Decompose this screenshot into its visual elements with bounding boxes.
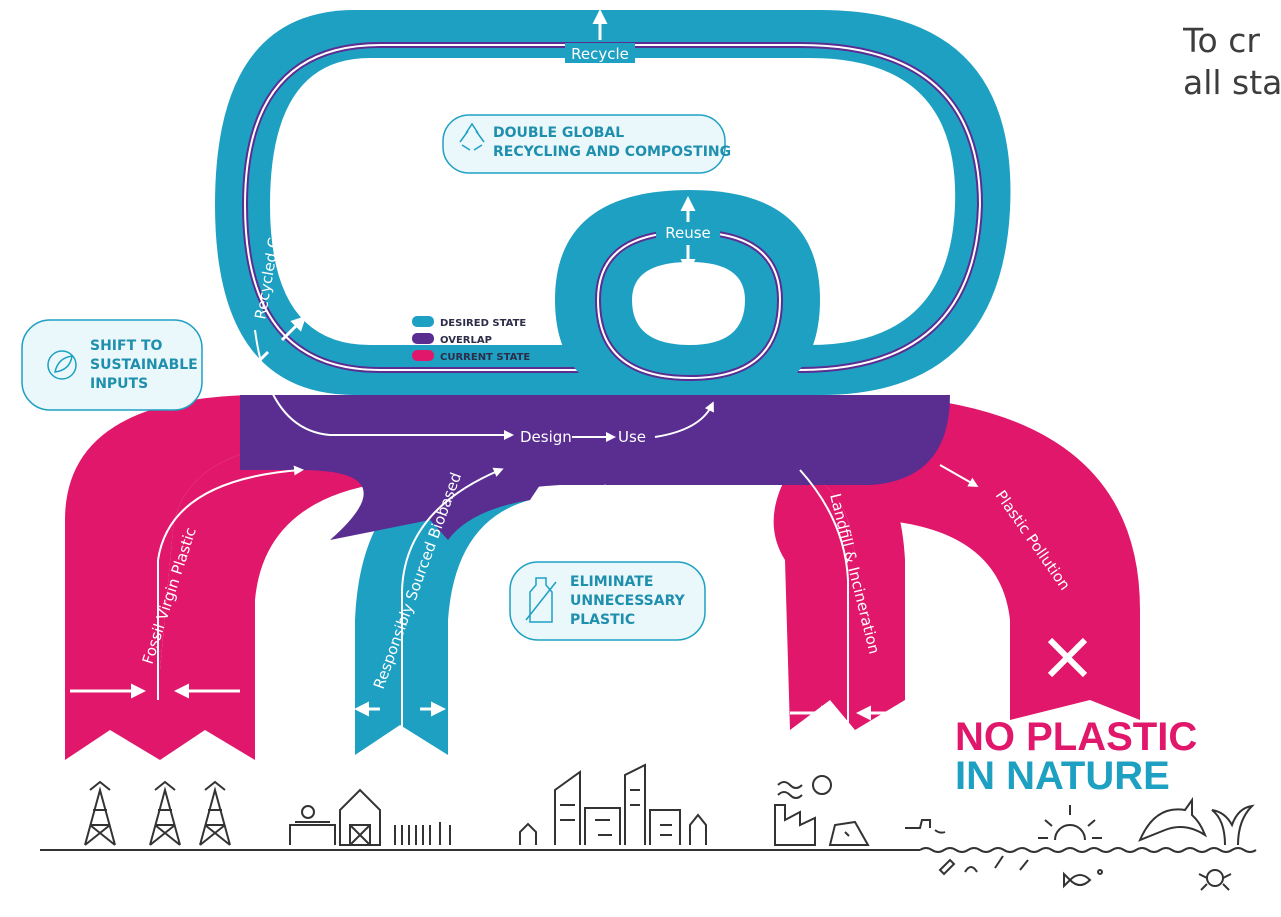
eliminate-line2: UNNECESSARY xyxy=(570,593,686,609)
overlap-band xyxy=(240,329,950,540)
legend-overlap: OVERLAP xyxy=(440,335,492,346)
side-text: To cr all sta xyxy=(1183,20,1281,104)
city-buildings-icon xyxy=(519,763,707,845)
legend-swatch-overlap xyxy=(412,333,434,344)
recycling-line2: RECYCLING AND COMPOSTING xyxy=(493,144,731,160)
flow-arrows xyxy=(70,9,1088,749)
legend-current: CURRENT STATE xyxy=(440,352,530,363)
pollution-stream xyxy=(880,395,1140,720)
recycling-line1: DOUBLE GLOBAL xyxy=(493,125,624,141)
legend-swatch-desired xyxy=(412,316,434,327)
eliminate-line1: ELIMINATE xyxy=(570,574,653,590)
fossil-stream xyxy=(65,395,410,760)
shift-line3: INPUTS xyxy=(90,376,148,392)
bottle-icon xyxy=(525,577,557,623)
design-label: Design xyxy=(520,428,572,446)
legend-swatch-current xyxy=(412,350,434,361)
whale-tail-icon xyxy=(1211,804,1255,846)
landfill-stream xyxy=(773,440,905,730)
dolphin-icon xyxy=(1138,796,1208,842)
recycle-icon xyxy=(459,122,485,151)
legend: DESIRED STATE OVERLAP CURRENT STATE xyxy=(412,316,530,363)
sun-icon xyxy=(1038,805,1102,841)
factory-icon xyxy=(774,775,870,846)
headline-line1: NO PLASTIC xyxy=(955,715,1197,759)
callout-recycling: DOUBLE GLOBAL RECYCLING AND COMPOSTING xyxy=(442,114,731,174)
water-line xyxy=(919,847,1257,853)
shift-line2: SUSTAINABLE xyxy=(90,357,198,373)
headline-line2: IN NATURE xyxy=(955,754,1170,798)
power-tower-icon xyxy=(84,780,231,846)
beach-icon xyxy=(905,819,1029,876)
leaf-cycle-icon xyxy=(47,350,77,380)
reuse-label: Reuse xyxy=(665,224,711,242)
farm-barn-icon xyxy=(289,788,451,846)
side-text-line2: all sta xyxy=(1183,63,1281,102)
reuse-loop xyxy=(555,190,820,410)
shift-line1: SHIFT TO xyxy=(90,338,163,354)
biobased-stream xyxy=(355,470,530,755)
callout-shift: SHIFT TO SUSTAINABLE INPUTS xyxy=(21,319,203,411)
recycle-label: Recycle xyxy=(571,45,629,63)
use-label: Use xyxy=(618,428,646,446)
side-text-line1: To cr xyxy=(1183,21,1260,60)
eliminate-line3: PLASTIC xyxy=(570,612,635,628)
legend-desired: DESIRED STATE xyxy=(440,318,526,329)
callout-eliminate: ELIMINATE UNNECESSARY PLASTIC xyxy=(509,561,706,641)
sea-life-icon xyxy=(1063,869,1232,891)
